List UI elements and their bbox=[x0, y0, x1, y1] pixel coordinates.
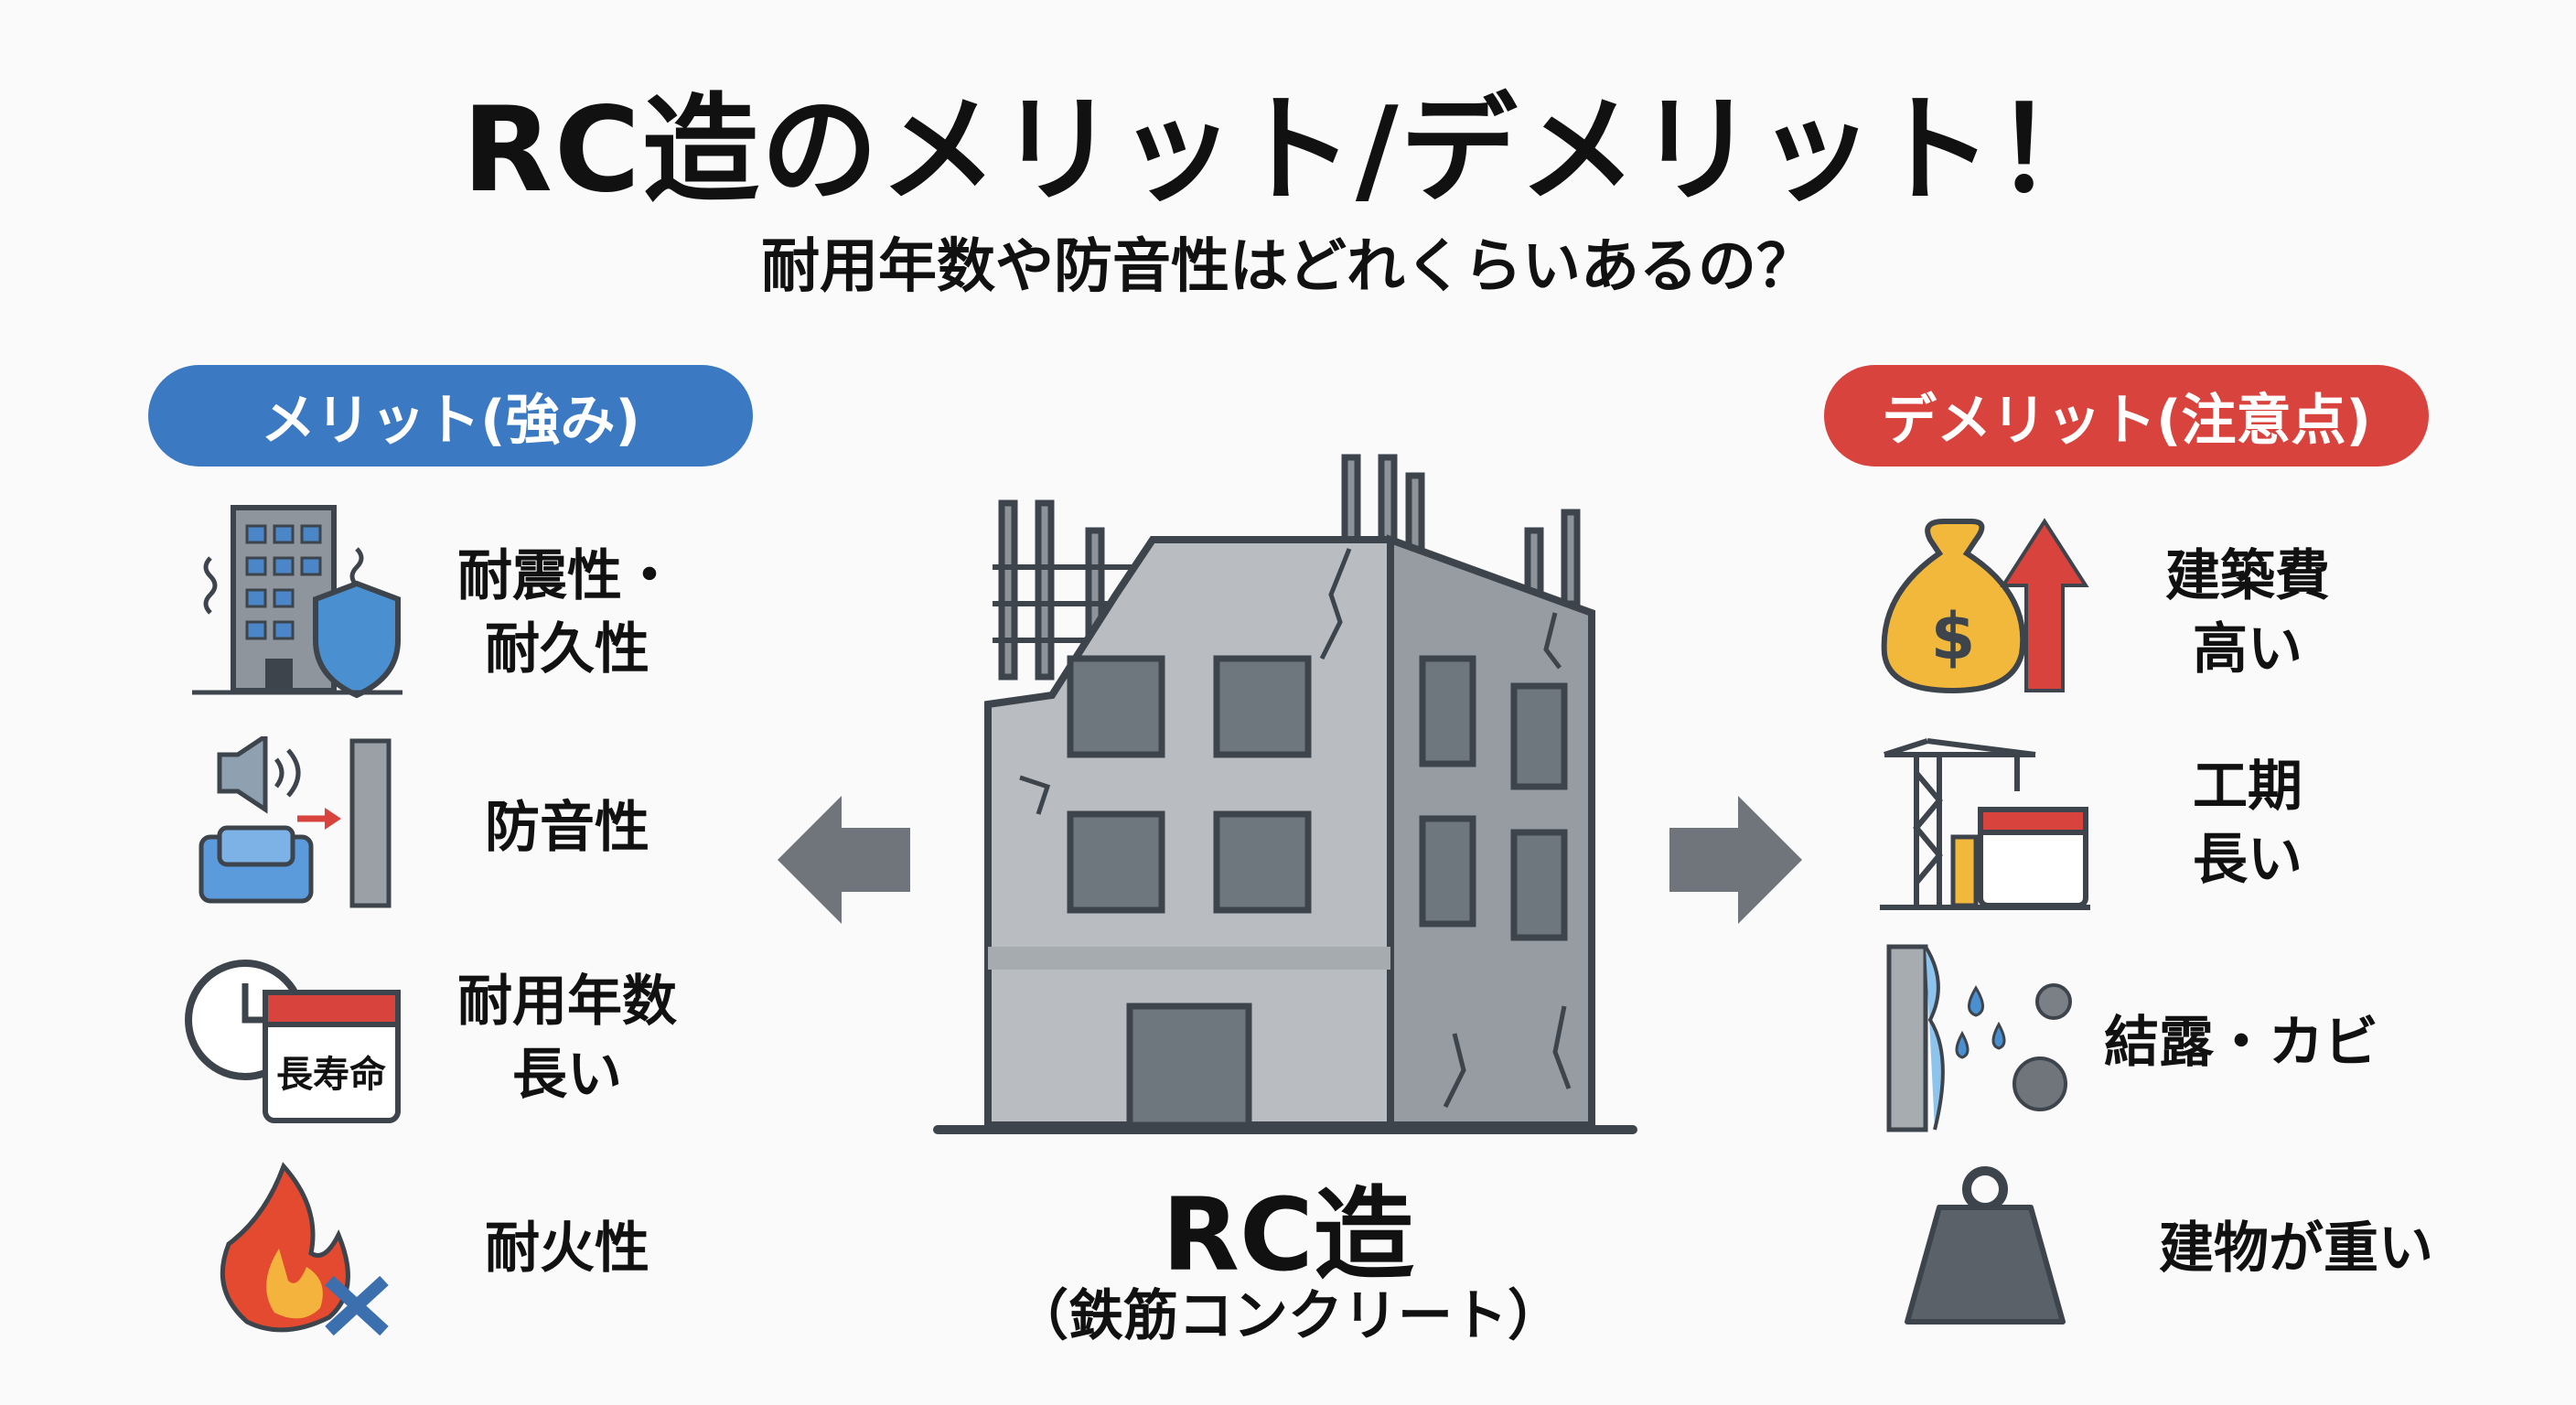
merit-item-soundproof: 防音性 bbox=[393, 791, 741, 864]
center-title: RC造 bbox=[1162, 1176, 1414, 1293]
merit-label-line: 長い bbox=[512, 1043, 622, 1107]
left-arrow-icon bbox=[778, 796, 910, 924]
demerit-label-line: 建築費 bbox=[2165, 544, 2330, 608]
demerit-label-line: 高い bbox=[2193, 617, 2302, 681]
merit-label-line: 耐火性 bbox=[485, 1217, 649, 1281]
clock-calendar-icon: 長寿命 bbox=[185, 960, 401, 1123]
rc-building-illustration bbox=[933, 454, 1637, 1134]
merit-item-lifespan: 耐用年数長い bbox=[393, 965, 741, 1111]
condensation-mold-icon bbox=[1886, 944, 2072, 1132]
demerit-item-condensation: 結露・カビ bbox=[2049, 1006, 2433, 1079]
demerit-label-line: 工期 bbox=[2193, 755, 2302, 819]
money-bag-up-icon: $ bbox=[1881, 518, 2089, 694]
building-shield-icon bbox=[192, 505, 402, 699]
merits-heading: メリット(強み) bbox=[148, 365, 753, 467]
sound-wall-icon bbox=[199, 736, 392, 908]
demerits-heading: デメリット(注意点) bbox=[1824, 365, 2429, 467]
center-subtitle: （鉄筋コンクリート） bbox=[1014, 1284, 1562, 1348]
merit-label-line: 耐用年数 bbox=[457, 970, 677, 1034]
merit-label-line: 耐久性 bbox=[485, 617, 649, 681]
merit-item-fireproof: 耐火性 bbox=[393, 1212, 741, 1285]
demerit-item-cost: 建築費高い bbox=[2074, 540, 2421, 686]
fire-resistant-icon bbox=[220, 1162, 389, 1335]
page-subtitle: 耐用年数や防音性はどれくらいあるの？ bbox=[761, 233, 1815, 301]
demerit-label-line: 建物が重い bbox=[2159, 1217, 2433, 1281]
calendar-badge: 長寿命 bbox=[276, 1054, 386, 1096]
demerit-label-line: 長い bbox=[2193, 828, 2302, 892]
demerit-item-weight: 建物が重い bbox=[2104, 1212, 2488, 1285]
weight-icon bbox=[1905, 1166, 2066, 1325]
right-arrow-icon bbox=[1669, 796, 1802, 924]
merit-label-line: 耐震性・ bbox=[457, 544, 677, 608]
merit-label-line: 防音性 bbox=[485, 796, 649, 860]
svg-text:$: $ bbox=[1931, 599, 1976, 674]
page-title: RC造のメリット/デメリット！ bbox=[462, 82, 2114, 219]
crane-calendar-icon bbox=[1880, 738, 2090, 910]
demerit-item-schedule: 工期長い bbox=[2074, 750, 2421, 896]
demerit-label-line: 結露・カビ bbox=[2104, 1011, 2378, 1075]
merit-item-seismic: 耐震性・耐久性 bbox=[393, 540, 741, 686]
